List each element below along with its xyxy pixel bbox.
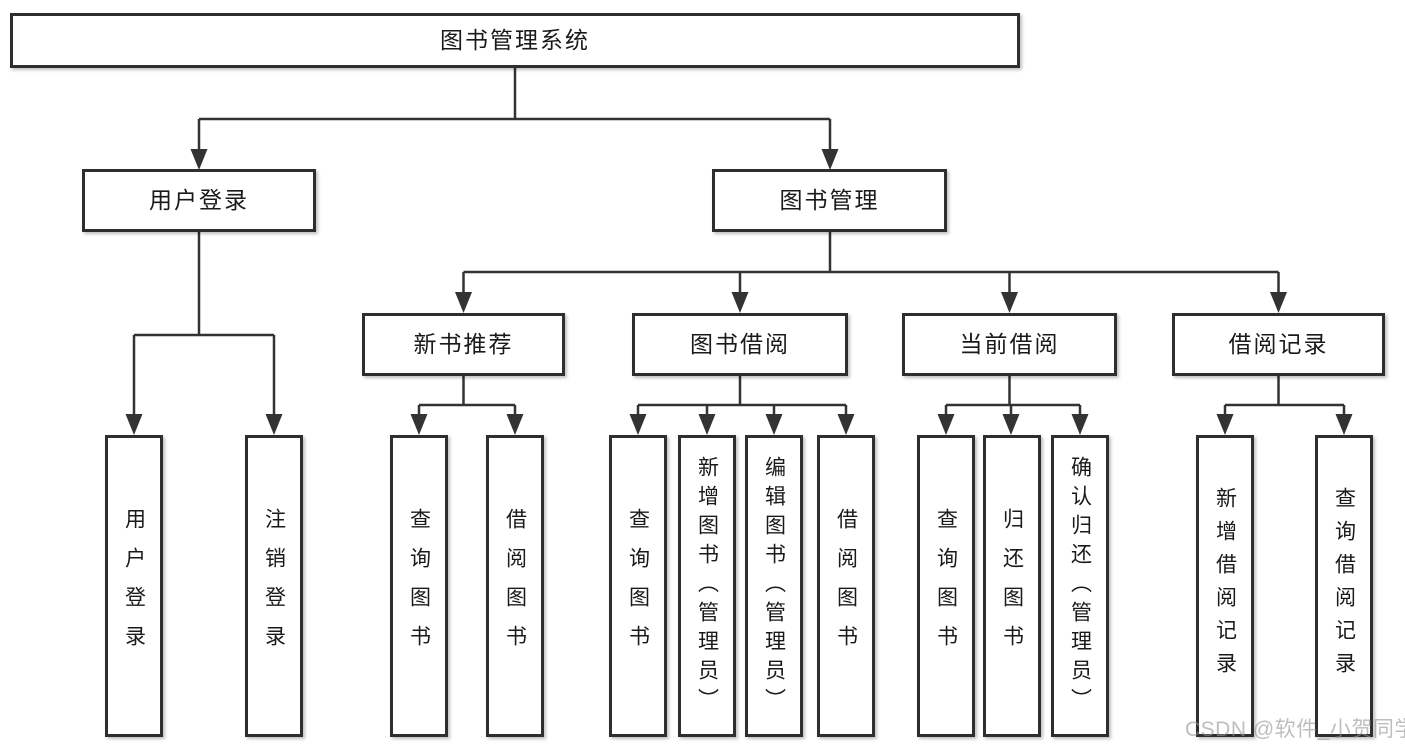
arrowhead-icon xyxy=(125,414,143,435)
node-label: 图书管理系统 xyxy=(440,27,590,53)
leaf-add-borrow-record: 新增借阅记录 xyxy=(1196,435,1254,737)
arrowhead-icon xyxy=(455,292,472,313)
node-new-book-recommend: 新书推荐 xyxy=(362,313,565,376)
leaf-add-book-admin: 新增图书（管理员） xyxy=(678,435,736,737)
arrowhead-icon xyxy=(1216,414,1234,435)
arrowhead-icon xyxy=(1335,414,1353,435)
node-book-management: 图书管理 xyxy=(712,169,947,232)
node-label: 编辑图书（管理员） xyxy=(762,455,786,717)
arrowhead-icon xyxy=(1001,292,1018,313)
leaf-query-books-current: 查询图书 xyxy=(917,435,975,737)
watermark: CSDN @软件_小贺同学 xyxy=(1185,718,1405,741)
node-label: 新增借阅记录 xyxy=(1213,487,1237,685)
node-label: 借阅图书 xyxy=(834,508,858,664)
arrowhead-icon xyxy=(821,149,839,170)
tree-connector-path xyxy=(132,68,1346,417)
node-book-borrowing: 图书借阅 xyxy=(632,313,848,376)
leaf-query-borrow-record: 查询借阅记录 xyxy=(1315,435,1373,737)
leaf-logout: 注销登录 xyxy=(245,435,303,737)
leaf-confirm-return-admin: 确认归还（管理员） xyxy=(1051,435,1109,737)
arrowhead-icon xyxy=(629,414,647,435)
arrowhead-icon xyxy=(731,292,749,313)
node-user-login: 用户登录 xyxy=(82,169,316,232)
arrowhead-icon xyxy=(1071,414,1089,435)
arrowhead-icon xyxy=(410,414,428,435)
node-label: 新增图书（管理员） xyxy=(695,455,719,717)
node-label: 查询图书 xyxy=(407,508,431,664)
node-label: 确认归还（管理员） xyxy=(1068,455,1092,717)
node-label: 用户登录 xyxy=(122,508,146,664)
leaf-user-login: 用户登录 xyxy=(105,435,163,737)
node-library-management-system: 图书管理系统 xyxy=(10,13,1020,68)
node-label: 注销登录 xyxy=(262,508,286,664)
node-current-borrowing: 当前借阅 xyxy=(902,313,1117,376)
node-label: 归还图书 xyxy=(1000,508,1024,664)
leaf-query-books-borrowing: 查询图书 xyxy=(609,435,667,737)
arrowhead-icon xyxy=(937,414,955,435)
arrowhead-icon xyxy=(698,414,716,435)
node-label: 新书推荐 xyxy=(413,331,514,357)
arrowhead-icon xyxy=(506,414,524,435)
arrowhead-icon xyxy=(265,414,283,435)
leaf-edit-book-admin: 编辑图书（管理员） xyxy=(745,435,803,737)
node-label: 借阅记录 xyxy=(1228,331,1329,357)
node-label: 图书管理 xyxy=(779,187,880,213)
arrowhead-icon xyxy=(837,414,855,435)
arrowhead-icon xyxy=(1270,292,1287,313)
node-label: 当前借阅 xyxy=(959,331,1060,357)
leaf-query-books-recommend: 查询图书 xyxy=(390,435,448,737)
node-label: 借阅图书 xyxy=(503,508,527,664)
arrowhead-icon xyxy=(190,149,208,170)
node-label: 查询借阅记录 xyxy=(1332,487,1356,685)
leaf-return-book: 归还图书 xyxy=(983,435,1041,737)
leaf-borrow-books: 借阅图书 xyxy=(817,435,875,737)
node-label: 图书借阅 xyxy=(690,331,790,357)
node-label: 用户登录 xyxy=(149,187,249,213)
node-borrowing-records: 借阅记录 xyxy=(1172,313,1385,376)
arrowhead-icon xyxy=(1002,414,1020,435)
node-label: 查询图书 xyxy=(626,508,650,664)
arrowhead-icon xyxy=(765,414,783,435)
node-label: 查询图书 xyxy=(934,508,958,664)
leaf-borrow-books-recommend: 借阅图书 xyxy=(486,435,544,737)
